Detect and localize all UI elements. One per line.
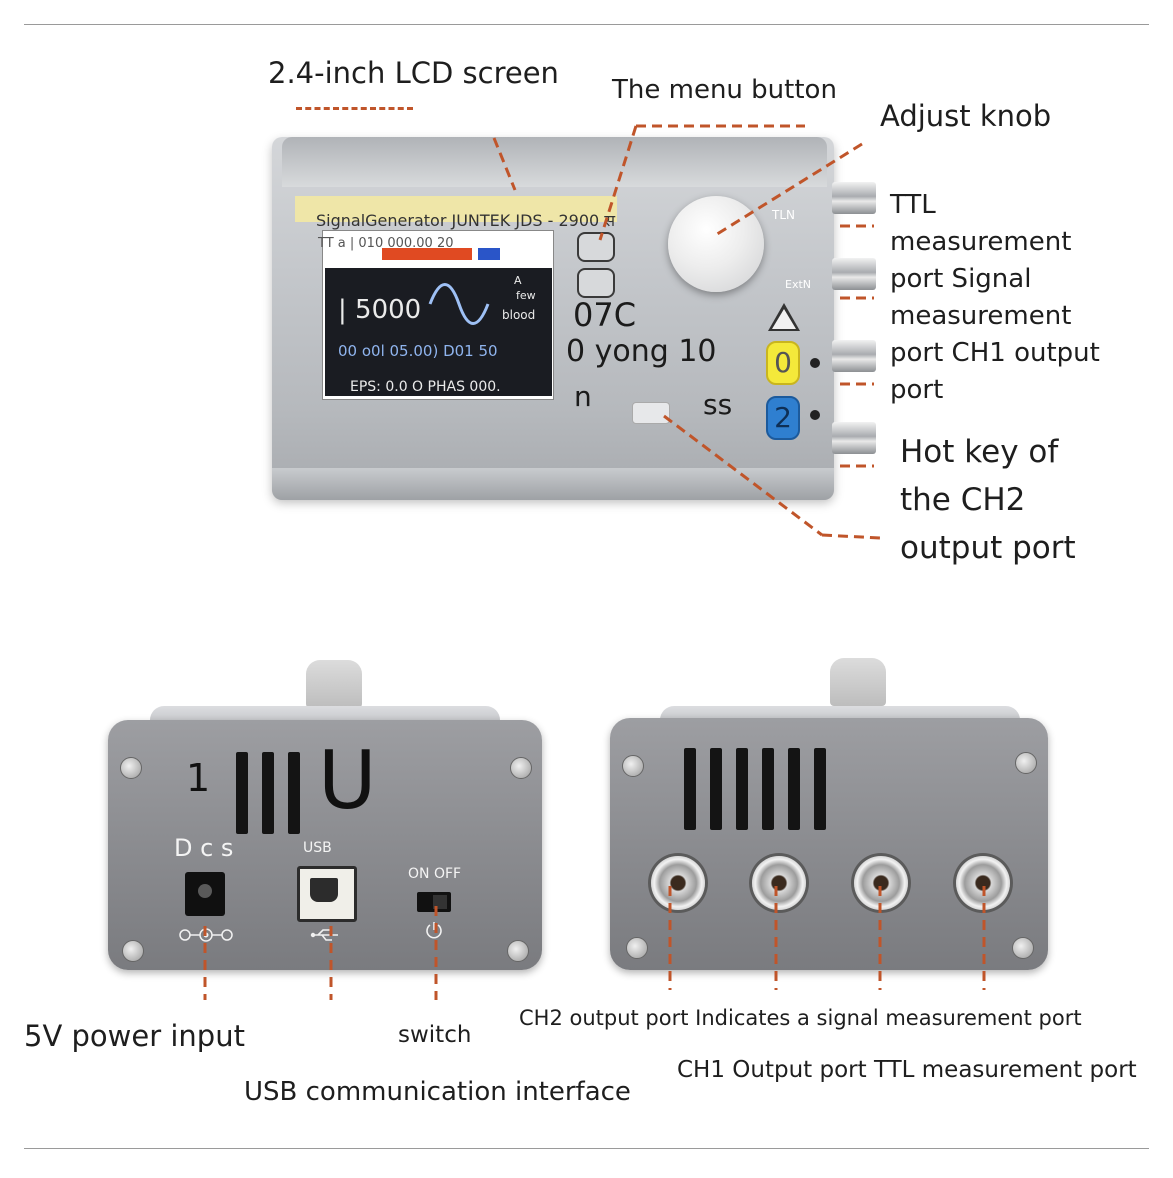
on-off-label: ON OFF <box>408 866 462 882</box>
lcd-side-few: few <box>516 289 536 302</box>
ch1-indicator-led <box>810 358 820 368</box>
lcd-status-bar-red <box>382 248 472 260</box>
label-lcd-screen: 2.4-inch LCD screen <box>268 56 559 90</box>
screw-icon <box>510 757 532 779</box>
lcd-line-3: EPS: 0.0 O PHAS 000. <box>350 379 501 395</box>
right-ports-line-4: measurement <box>890 301 1072 331</box>
label-rear-row-2: CH1 Output port TTL measurement port <box>677 1057 1137 1083</box>
left-panel-mark-one: 1 <box>186 756 211 800</box>
label-switch: switch <box>398 1022 472 1048</box>
ch2-bnc-port[interactable] <box>832 422 876 454</box>
panel-ss: ss <box>703 388 733 421</box>
screw-icon <box>1015 752 1037 774</box>
panel-yong: 0 yong 10 <box>566 334 717 369</box>
vent-slot <box>788 748 800 830</box>
label-hot-key: Hot key of the CH2 output port <box>900 428 1076 572</box>
top-divider <box>24 24 1149 25</box>
screw-icon <box>122 940 144 962</box>
vent-slot <box>684 748 696 830</box>
label-power-input: 5V power input <box>24 1019 245 1053</box>
right-ports-line-2: measurement <box>890 227 1072 257</box>
power-switch-toggle <box>433 895 447 909</box>
screw-icon <box>622 755 644 777</box>
left-back-panel <box>108 720 542 970</box>
tln-label: TLN <box>772 208 795 222</box>
dcs-label: D c s <box>174 834 234 862</box>
lcd-label-underline <box>296 107 413 110</box>
vent-slot <box>762 748 774 830</box>
power-symbol-icon <box>426 922 442 939</box>
usb-symbol-icon <box>310 929 338 941</box>
panel-code: 07C <box>573 296 637 334</box>
screw-icon <box>120 757 142 779</box>
right-back-panel <box>610 718 1048 970</box>
right-ports-line-1: TTL <box>890 190 936 220</box>
label-right-ports: TTL measurement port Signal measurement … <box>890 187 1100 409</box>
ch2-indicator-led <box>810 410 820 420</box>
lcd-top-line: TT a | 010 000.00 20 <box>318 236 454 251</box>
screw-icon <box>626 937 648 959</box>
usb-port-inner <box>310 878 338 902</box>
extn-label: ExtN <box>785 278 812 291</box>
lcd-frequency: | 5000 <box>338 295 422 325</box>
vent-slot <box>288 752 300 834</box>
screw-icon <box>1012 937 1034 959</box>
right-ports-line-6: port <box>890 375 944 405</box>
left-panel-mark-u: U <box>318 734 377 827</box>
left-panel-knob <box>306 660 362 708</box>
hotkey-line-1: Hot key of <box>900 434 1059 470</box>
right-ports-line-3: port Signal <box>890 264 1032 294</box>
bottom-divider <box>24 1148 1149 1149</box>
sine-wave-icon <box>428 283 490 325</box>
device-bottom-edge <box>272 468 834 500</box>
right-panel-knob <box>830 658 886 706</box>
lcd-side-a: A <box>514 274 522 287</box>
vent-slot <box>814 748 826 830</box>
rear-ch1-bnc-port[interactable] <box>752 856 806 910</box>
small-panel-button[interactable] <box>632 402 670 424</box>
adjust-knob[interactable] <box>668 196 764 292</box>
vent-slot <box>736 748 748 830</box>
usb-label: USB <box>303 840 332 856</box>
lcd-status-bar-blue <box>478 248 500 260</box>
menu-button-1[interactable] <box>577 232 615 262</box>
ch2-hot-key[interactable]: 2 <box>766 396 800 440</box>
label-usb-interface: USB communication interface <box>244 1077 631 1107</box>
rear-signal-measure-bnc-port[interactable] <box>854 856 908 910</box>
dc-jack-pin <box>198 884 212 898</box>
rear-ttl-bnc-port[interactable] <box>956 856 1010 910</box>
menu-button-2[interactable] <box>577 268 615 298</box>
label-menu-button: The menu button <box>612 75 837 105</box>
top-leader-lines <box>492 124 881 540</box>
lcd-side-blood: blood <box>502 308 536 322</box>
screen-title: SignalGenerator JUNTEK JDS - 2900 स <box>316 211 616 230</box>
ch1-bnc-port[interactable] <box>832 340 876 372</box>
ttl-bnc-port[interactable] <box>832 182 876 214</box>
lcd-line-2: 00 o0l 05.00) D01 50 <box>338 342 498 360</box>
hotkey-line-2: the CH2 <box>900 482 1026 518</box>
signal-measure-bnc-port[interactable] <box>832 258 876 290</box>
rear-ch2-bnc-port[interactable] <box>651 856 705 910</box>
vent-slot <box>710 748 722 830</box>
panel-n: n <box>574 380 592 413</box>
play-triangle-inner <box>772 309 796 329</box>
device-top-edge <box>282 137 827 187</box>
label-rear-row-1: CH2 output port Indicates a signal measu… <box>519 1006 1082 1030</box>
bottom-leader-lines <box>203 886 986 1000</box>
hotkey-line-3: output port <box>900 530 1076 566</box>
ch1-hot-key[interactable]: 0 <box>766 341 800 385</box>
screw-icon <box>507 940 529 962</box>
screen-title-strip <box>295 196 617 222</box>
label-adjust-knob: Adjust knob <box>880 99 1052 133</box>
right-ports-line-5: port CH1 output <box>890 338 1100 368</box>
vent-slot <box>262 752 274 834</box>
vent-slot <box>236 752 248 834</box>
